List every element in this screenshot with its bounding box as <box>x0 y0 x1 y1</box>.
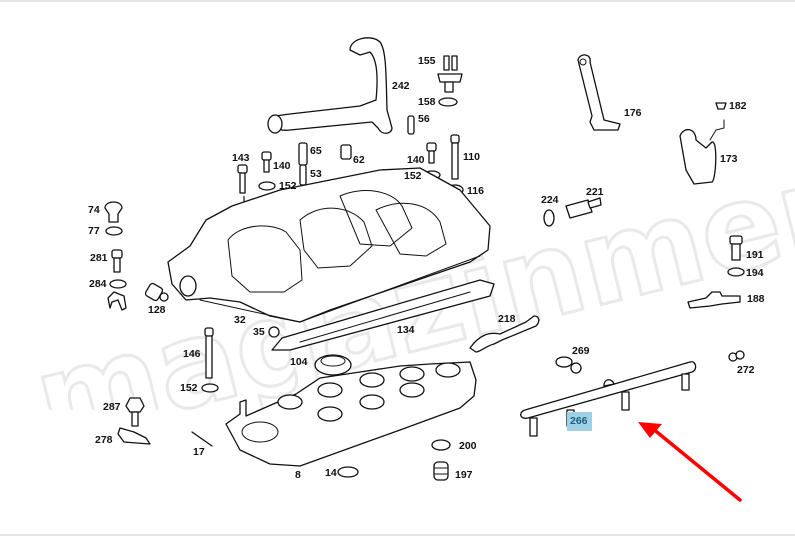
clip-284b-part[interactable] <box>107 291 127 311</box>
screw-281-part[interactable] <box>111 249 123 273</box>
fuel-rail-266-part[interactable] <box>520 361 697 437</box>
part-label-32[interactable]: 32 <box>234 314 246 326</box>
part-label-104[interactable]: 104 <box>290 356 308 368</box>
part-label-65[interactable]: 65 <box>310 145 322 157</box>
part-label-146[interactable]: 146 <box>183 348 201 360</box>
part-label-152[interactable]: 152 <box>279 180 297 192</box>
washer-77-part[interactable] <box>105 226 123 236</box>
pin-56-part[interactable] <box>407 115 415 135</box>
part-label-35[interactable]: 35 <box>253 326 265 338</box>
bracket-173-part[interactable] <box>679 119 725 185</box>
part-label-116[interactable]: 116 <box>467 185 484 197</box>
clip-182-part[interactable] <box>715 102 727 110</box>
part-label-17[interactable]: 17 <box>193 446 205 458</box>
seal-200-part[interactable] <box>431 439 451 451</box>
part-label-110[interactable]: 110 <box>463 151 480 163</box>
part-label-155[interactable]: 155 <box>418 55 436 67</box>
plug-35-part[interactable] <box>268 326 280 338</box>
part-label-152b[interactable]: 152 <box>404 170 422 182</box>
bolt-110-part[interactable] <box>450 134 460 180</box>
part-label-77[interactable]: 77 <box>88 225 100 237</box>
washer-158-part[interactable] <box>438 97 458 107</box>
seal-104-part[interactable] <box>314 354 352 376</box>
part-label-143[interactable]: 143 <box>232 152 250 164</box>
part-label-182[interactable]: 182 <box>729 100 747 112</box>
part-label-221[interactable]: 221 <box>586 186 604 198</box>
bottom-border <box>0 534 795 536</box>
pipe-218-part[interactable] <box>469 315 540 353</box>
part-label-152c[interactable]: 152 <box>180 382 198 394</box>
part-label-53[interactable]: 53 <box>310 168 322 180</box>
clip-284-part[interactable] <box>109 279 127 289</box>
fitting-197-part[interactable] <box>433 461 449 481</box>
part-label-140[interactable]: 140 <box>273 160 291 172</box>
manifold-32-part[interactable] <box>167 167 491 323</box>
part-label-287[interactable]: 287 <box>103 401 121 413</box>
part-label-266-highlighted[interactable]: 266 <box>567 412 592 431</box>
part-label-269[interactable]: 269 <box>572 345 590 357</box>
washer-194-part[interactable] <box>727 267 745 277</box>
damper-128-part[interactable] <box>144 282 169 302</box>
arrow-head-icon <box>638 422 662 438</box>
washer-152-part[interactable] <box>258 181 276 191</box>
cap-62-part[interactable] <box>340 144 352 160</box>
part-label-224[interactable]: 224 <box>541 194 559 206</box>
screw-140b-part[interactable] <box>426 142 437 164</box>
part-label-14[interactable]: 14 <box>325 467 337 479</box>
part-label-284[interactable]: 284 <box>89 278 107 290</box>
bracket-278-part[interactable] <box>117 427 151 445</box>
part-label-191[interactable]: 191 <box>746 249 764 261</box>
part-label-200[interactable]: 200 <box>459 440 477 452</box>
pin-53-part[interactable] <box>299 164 307 186</box>
pin-17-part[interactable] <box>191 431 213 447</box>
part-label-272[interactable]: 272 <box>737 364 755 376</box>
part-label-242[interactable]: 242 <box>392 80 410 92</box>
part-label-218[interactable]: 218 <box>498 313 516 325</box>
plug-272-part[interactable] <box>728 350 745 362</box>
plug-74-part[interactable] <box>104 201 123 223</box>
seal-224-part[interactable] <box>543 209 555 227</box>
part-label-128[interactable]: 128 <box>148 304 166 316</box>
pin-65-part[interactable] <box>298 142 308 166</box>
screw-140-part[interactable] <box>261 151 272 173</box>
bolt-146-part[interactable] <box>204 327 214 379</box>
washer-152c-part[interactable] <box>201 383 219 393</box>
bolt-287-part[interactable] <box>125 397 145 427</box>
part-label-134[interactable]: 134 <box>397 324 415 336</box>
sensor-221-part[interactable] <box>565 197 602 219</box>
part-label-158[interactable]: 158 <box>418 96 436 108</box>
part-label-197[interactable]: 197 <box>455 469 473 481</box>
part-label-8[interactable]: 8 <box>295 469 301 481</box>
part-label-140b[interactable]: 140 <box>407 154 425 166</box>
sensor-155-part[interactable] <box>437 55 463 93</box>
part-label-74[interactable]: 74 <box>88 204 100 216</box>
part-label-188[interactable]: 188 <box>747 293 765 305</box>
hose-242-part[interactable] <box>267 37 393 134</box>
bracket-176-part[interactable] <box>577 54 621 131</box>
part-label-173[interactable]: 173 <box>720 153 738 165</box>
part-label-176[interactable]: 176 <box>624 107 642 119</box>
part-label-278[interactable]: 278 <box>95 434 113 446</box>
plug-14-part[interactable] <box>337 466 359 478</box>
gasket-134-part[interactable] <box>271 279 495 351</box>
part-label-62[interactable]: 62 <box>353 154 365 166</box>
top-border <box>0 0 795 2</box>
part-label-56[interactable]: 56 <box>418 113 430 125</box>
lower-manifold-8-part[interactable] <box>225 361 477 467</box>
bracket-188-part[interactable] <box>687 291 741 309</box>
pointer-arrow <box>638 422 742 502</box>
part-label-281[interactable]: 281 <box>90 252 108 264</box>
screw-191-part[interactable] <box>729 235 743 261</box>
valve-269-part[interactable] <box>555 356 582 374</box>
part-label-194[interactable]: 194 <box>746 267 764 279</box>
